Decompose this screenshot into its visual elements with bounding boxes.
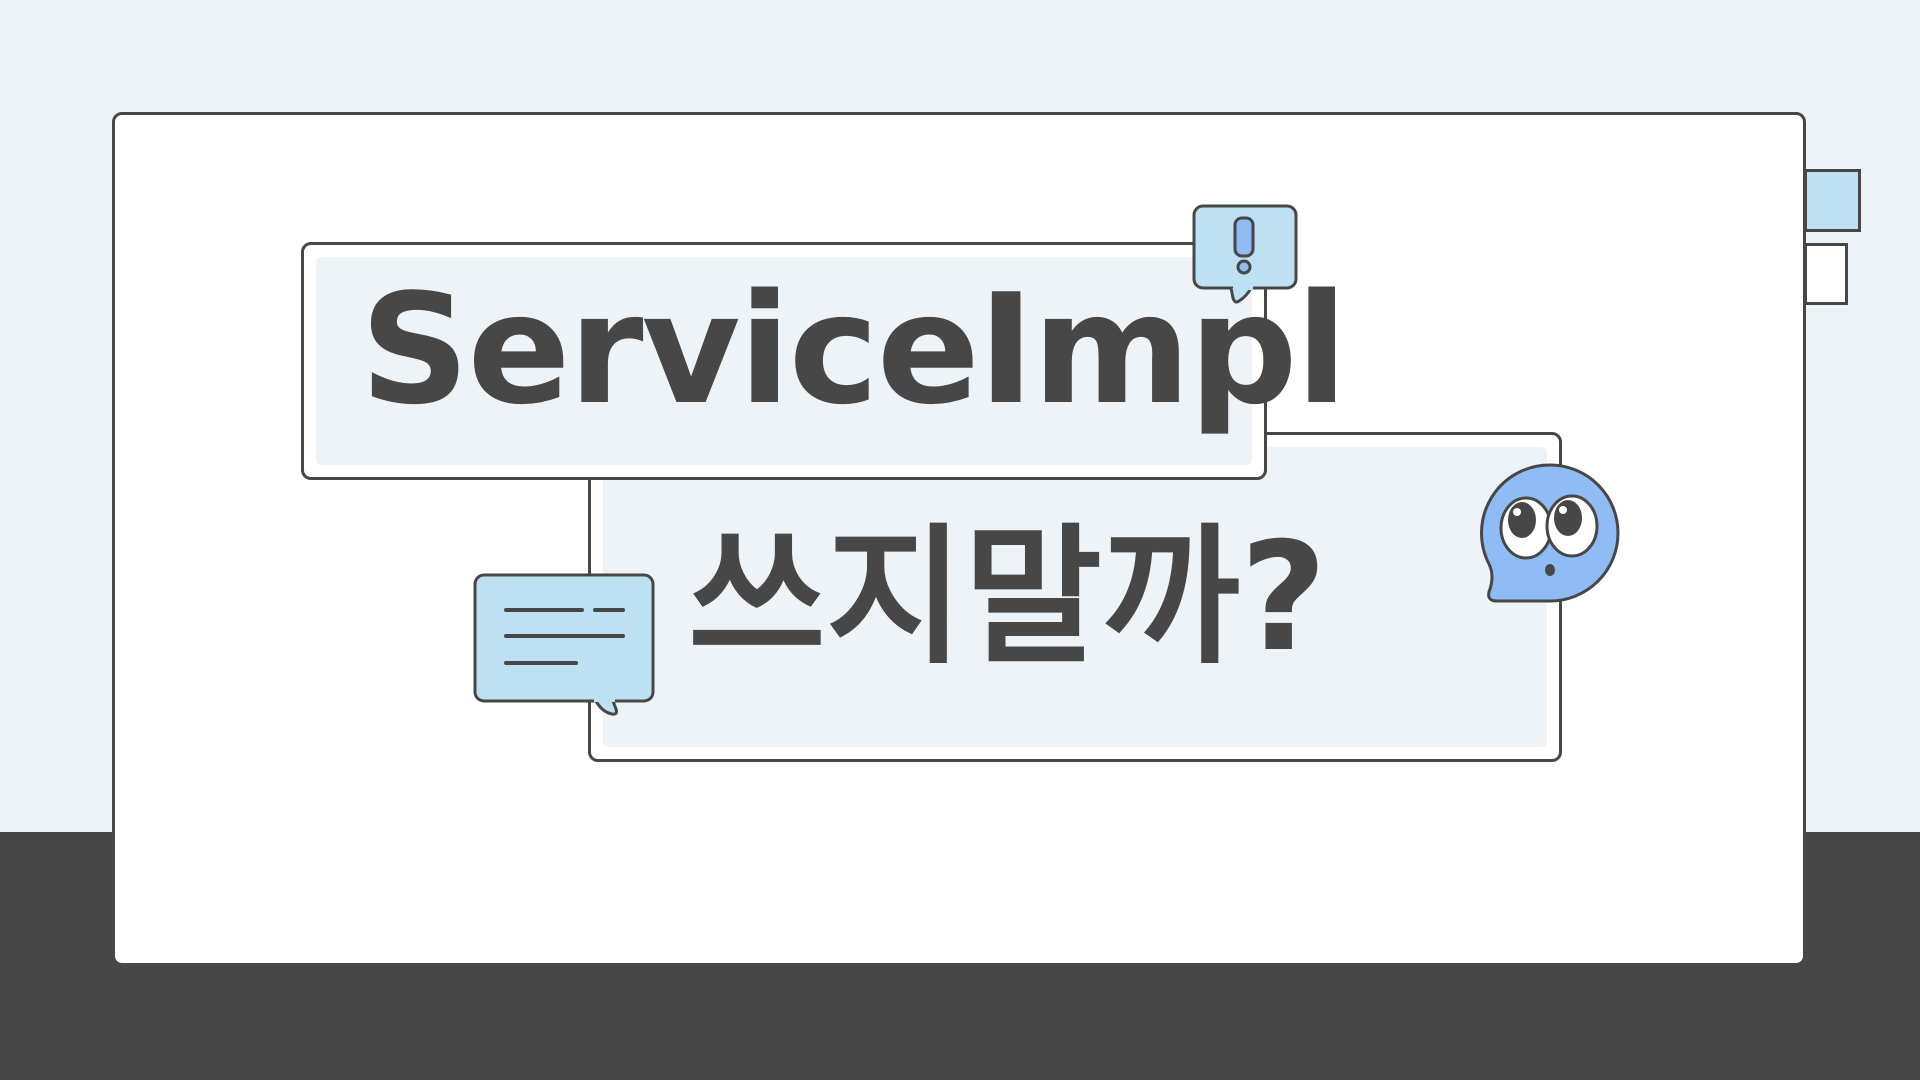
googly-eyes-speech-bubble-icon (1477, 460, 1623, 606)
title-box-korean-fill (603, 447, 1547, 747)
title-box-english-fill (316, 257, 1252, 465)
decor-square-white (1804, 243, 1848, 305)
title-line-korean: 쓰지말까? (688, 511, 1328, 685)
title-box-english (301, 242, 1267, 480)
decor-square-blue (1804, 169, 1861, 232)
exclamation-speech-bubble-icon (1189, 201, 1305, 311)
title-line-english: ServiceImpl (360, 261, 1348, 438)
text-lines-speech-bubble-icon (470, 570, 660, 718)
